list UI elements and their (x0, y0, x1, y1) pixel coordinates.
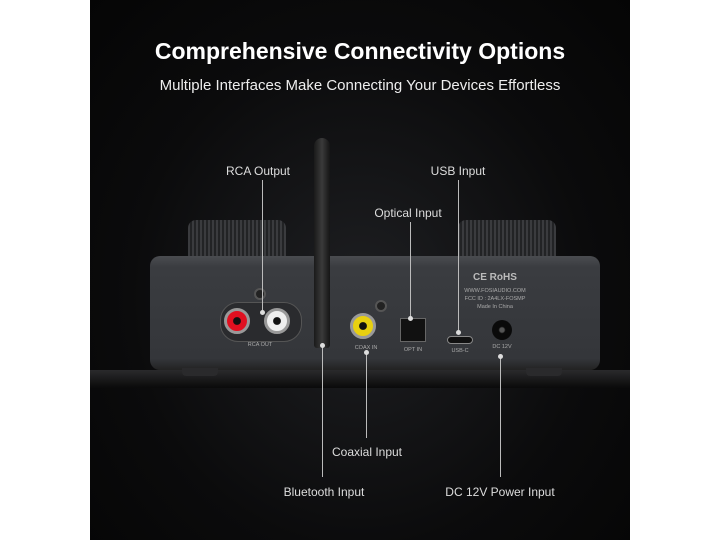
callout-line (458, 180, 459, 332)
optical-port (400, 318, 426, 342)
cert-marks: CE RoHS (473, 272, 517, 283)
bluetooth-antenna (314, 138, 330, 348)
callout-line (500, 356, 501, 477)
subheadline: Multiple Interfaces Make Connecting Your… (159, 77, 561, 94)
callout-dot (456, 330, 461, 335)
usb-input-callout: USB Input (430, 164, 486, 178)
callout-dot (498, 354, 503, 359)
coax-jack (350, 313, 376, 339)
coaxial-input-callout: Coaxial Input (331, 445, 403, 459)
callout-line (322, 345, 323, 477)
usb-c-label: USB-C (451, 348, 469, 354)
product-image: Comprehensive Connectivity Options Multi… (90, 0, 630, 540)
table-surface (90, 370, 630, 388)
screw (375, 300, 387, 312)
screw (254, 288, 266, 300)
dc-power-input-callout: DC 12V Power Input (445, 485, 555, 499)
rca-red-jack (224, 308, 250, 334)
amplifier-body (150, 256, 600, 370)
foot (526, 368, 562, 376)
coax-in-label: COAX IN (354, 345, 378, 351)
callout-line (262, 180, 263, 312)
left-knob (188, 220, 286, 260)
optical-input-callout: Optical Input (374, 206, 442, 220)
callout-line (410, 222, 411, 318)
callout-line (366, 352, 367, 438)
bluetooth-input-callout: Bluetooth Input (283, 485, 365, 499)
fcc-id-text: FCC ID : 2A4LX-FOSMP (464, 296, 526, 302)
usb-c-port (447, 336, 473, 344)
callout-dot (260, 310, 265, 315)
rca-white-jack (264, 308, 290, 334)
origin-text: Made In China (477, 304, 513, 310)
headline: Comprehensive Connectivity Options (154, 38, 566, 64)
dc-jack (492, 320, 512, 340)
right-knob (458, 220, 556, 260)
opt-in-label: OPT IN (403, 347, 423, 353)
callout-dot (408, 316, 413, 321)
callout-dot (364, 350, 369, 355)
dc-12v-label: DC 12V (492, 344, 512, 350)
foot (182, 368, 218, 376)
rca-out-label: RCA OUT (247, 342, 273, 348)
rca-output-callout: RCA Output (225, 164, 291, 178)
website-text: WWW.FOSIAUDIO.COM (464, 288, 526, 294)
callout-dot (320, 343, 325, 348)
